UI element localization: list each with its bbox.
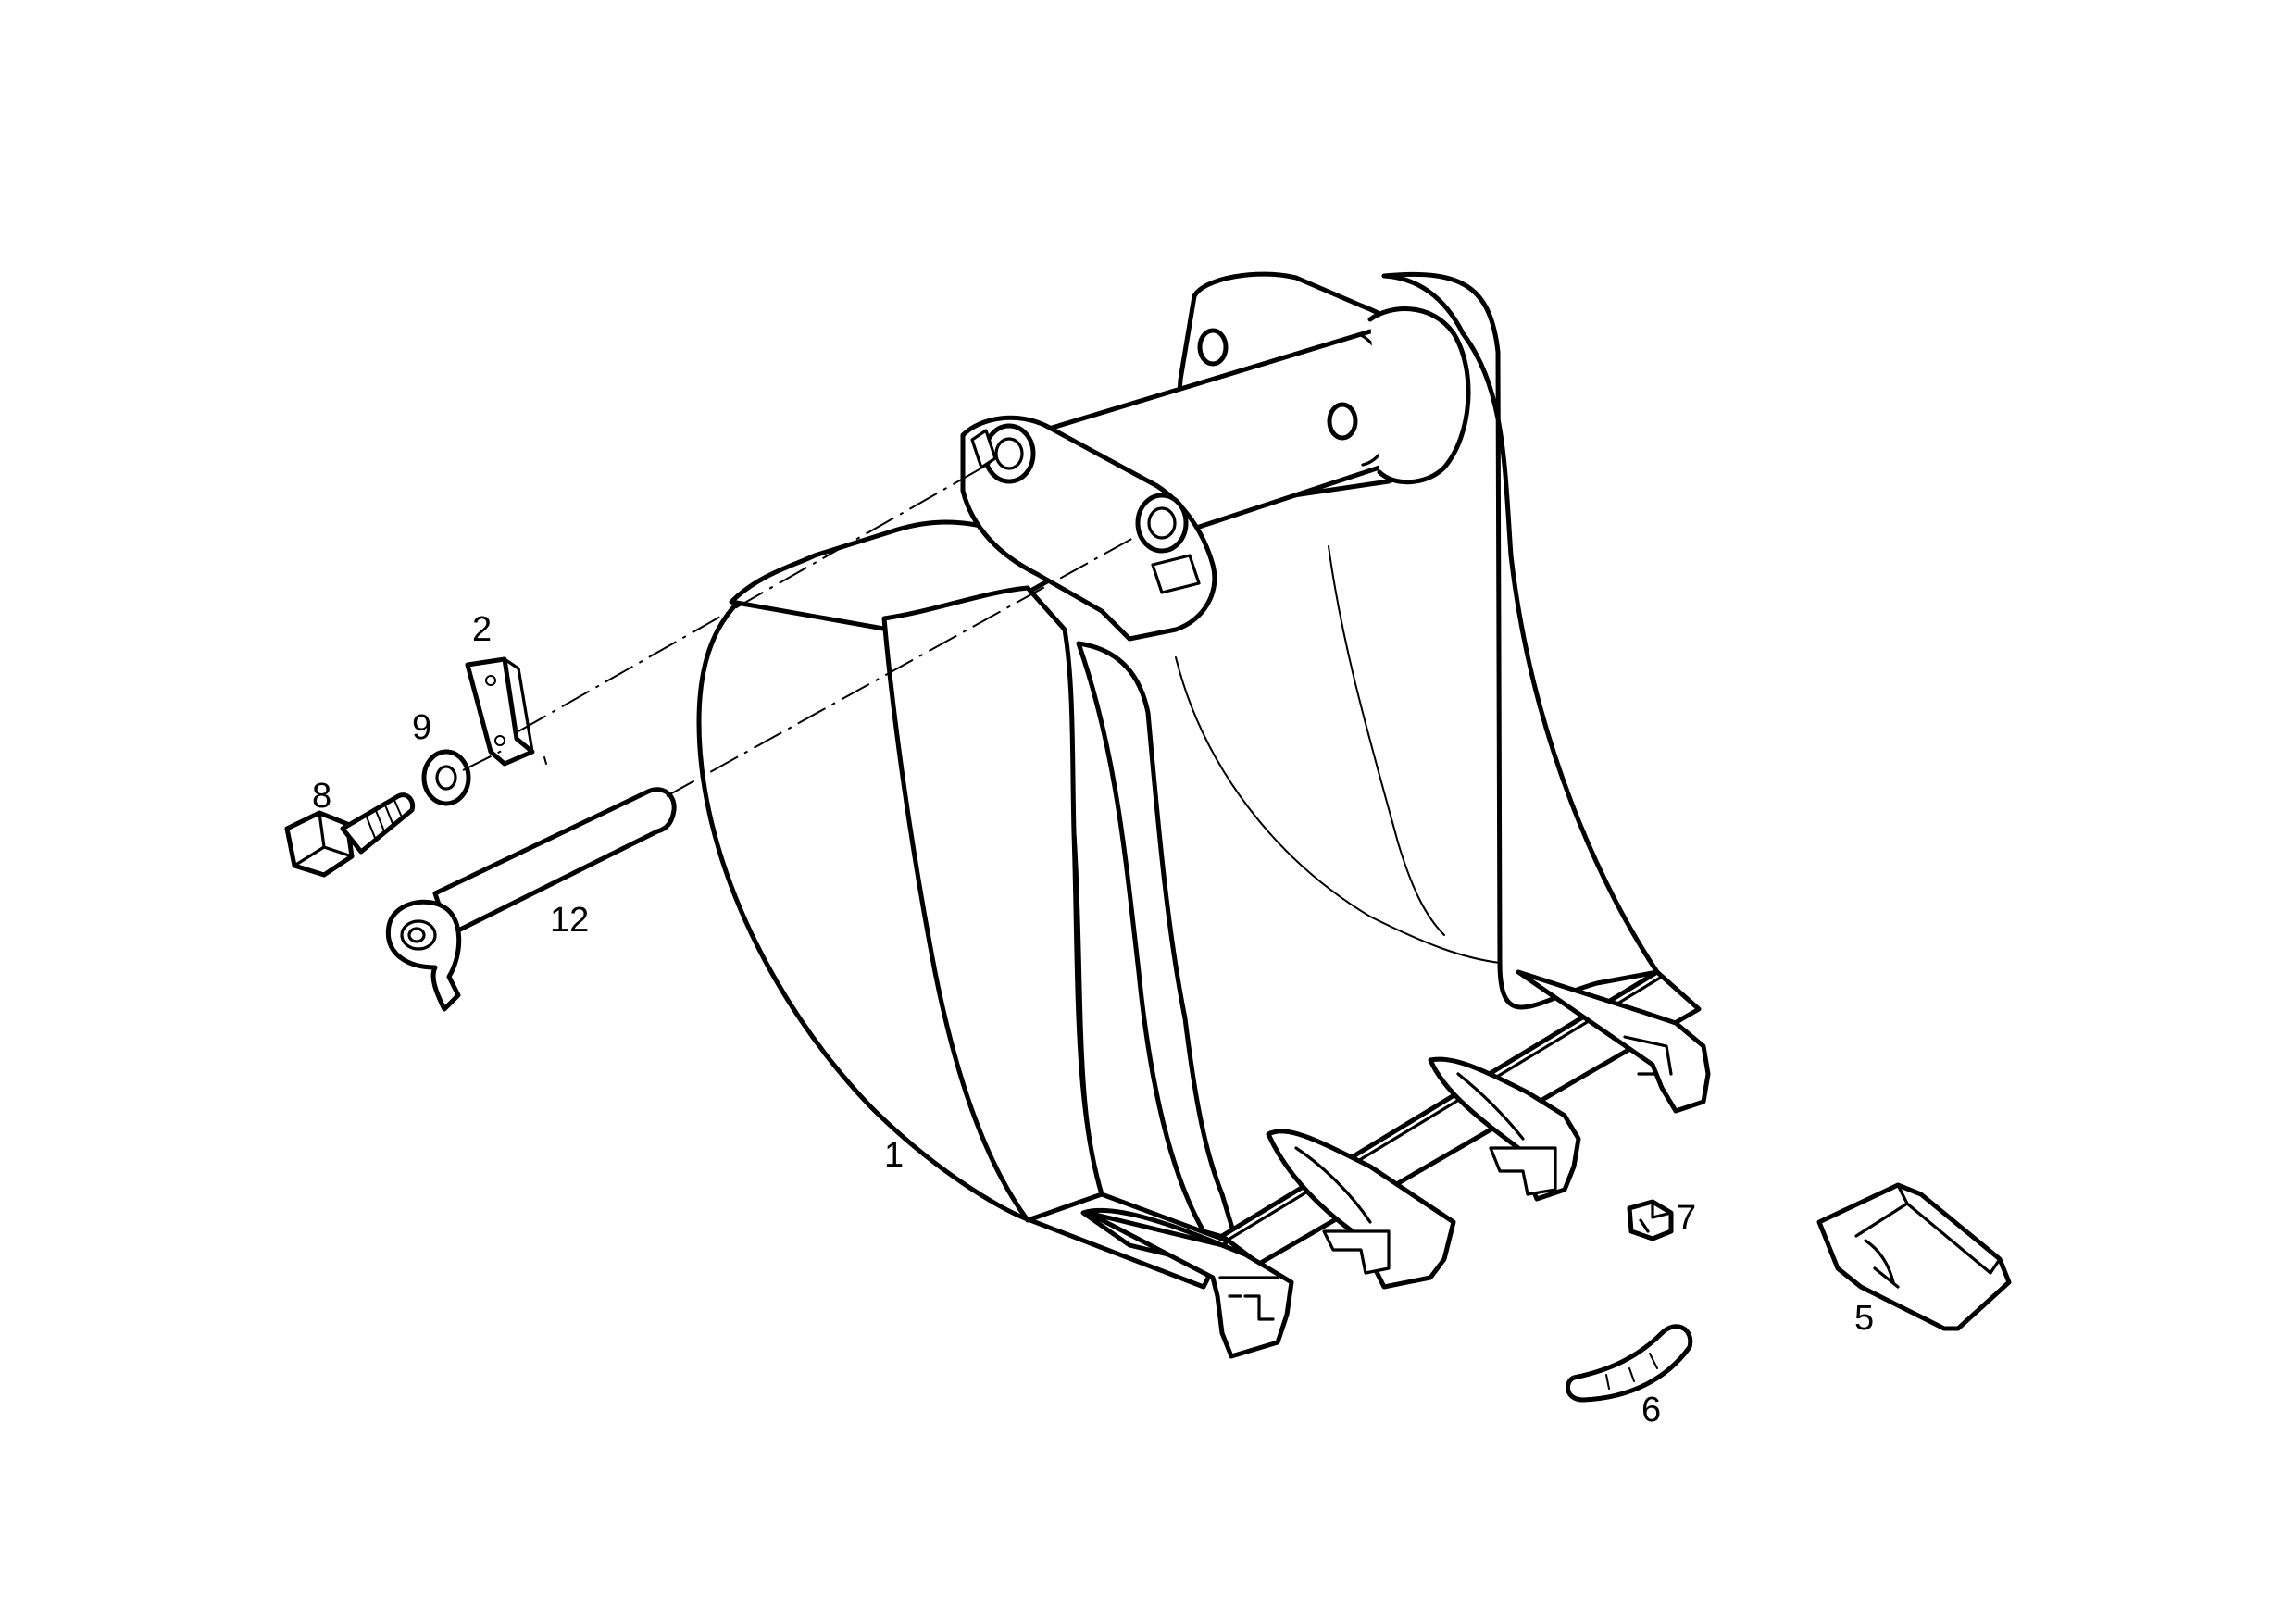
callout-9: 9 bbox=[412, 708, 431, 747]
tooth-tip-part-5 bbox=[1816, 1182, 2012, 1331]
hinge-bores bbox=[970, 328, 1358, 594]
bucket-body bbox=[696, 271, 1702, 1290]
tooth-row bbox=[1085, 969, 1711, 1359]
callout-1: 1 bbox=[884, 1136, 904, 1175]
callout-6: 6 bbox=[1641, 1391, 1661, 1429]
bolt-part-8 bbox=[284, 792, 416, 878]
washer-part-9 bbox=[421, 749, 471, 806]
callout-5: 5 bbox=[1854, 1299, 1874, 1338]
assembly-centerlines bbox=[462, 462, 1144, 797]
callout-8: 8 bbox=[312, 777, 331, 816]
pin-part-12 bbox=[385, 787, 677, 1012]
leader-lines bbox=[543, 756, 547, 765]
lock-pin-part-6 bbox=[1566, 1324, 1693, 1403]
callout-labels: 1 2 5 6 7 8 9 12 bbox=[312, 610, 1874, 1429]
callout-7: 7 bbox=[1677, 1199, 1696, 1238]
callout-2: 2 bbox=[472, 610, 492, 649]
locking-plate-part-2 bbox=[465, 656, 535, 767]
callout-12: 12 bbox=[550, 901, 589, 940]
retainer-part-7 bbox=[1627, 1199, 1674, 1241]
